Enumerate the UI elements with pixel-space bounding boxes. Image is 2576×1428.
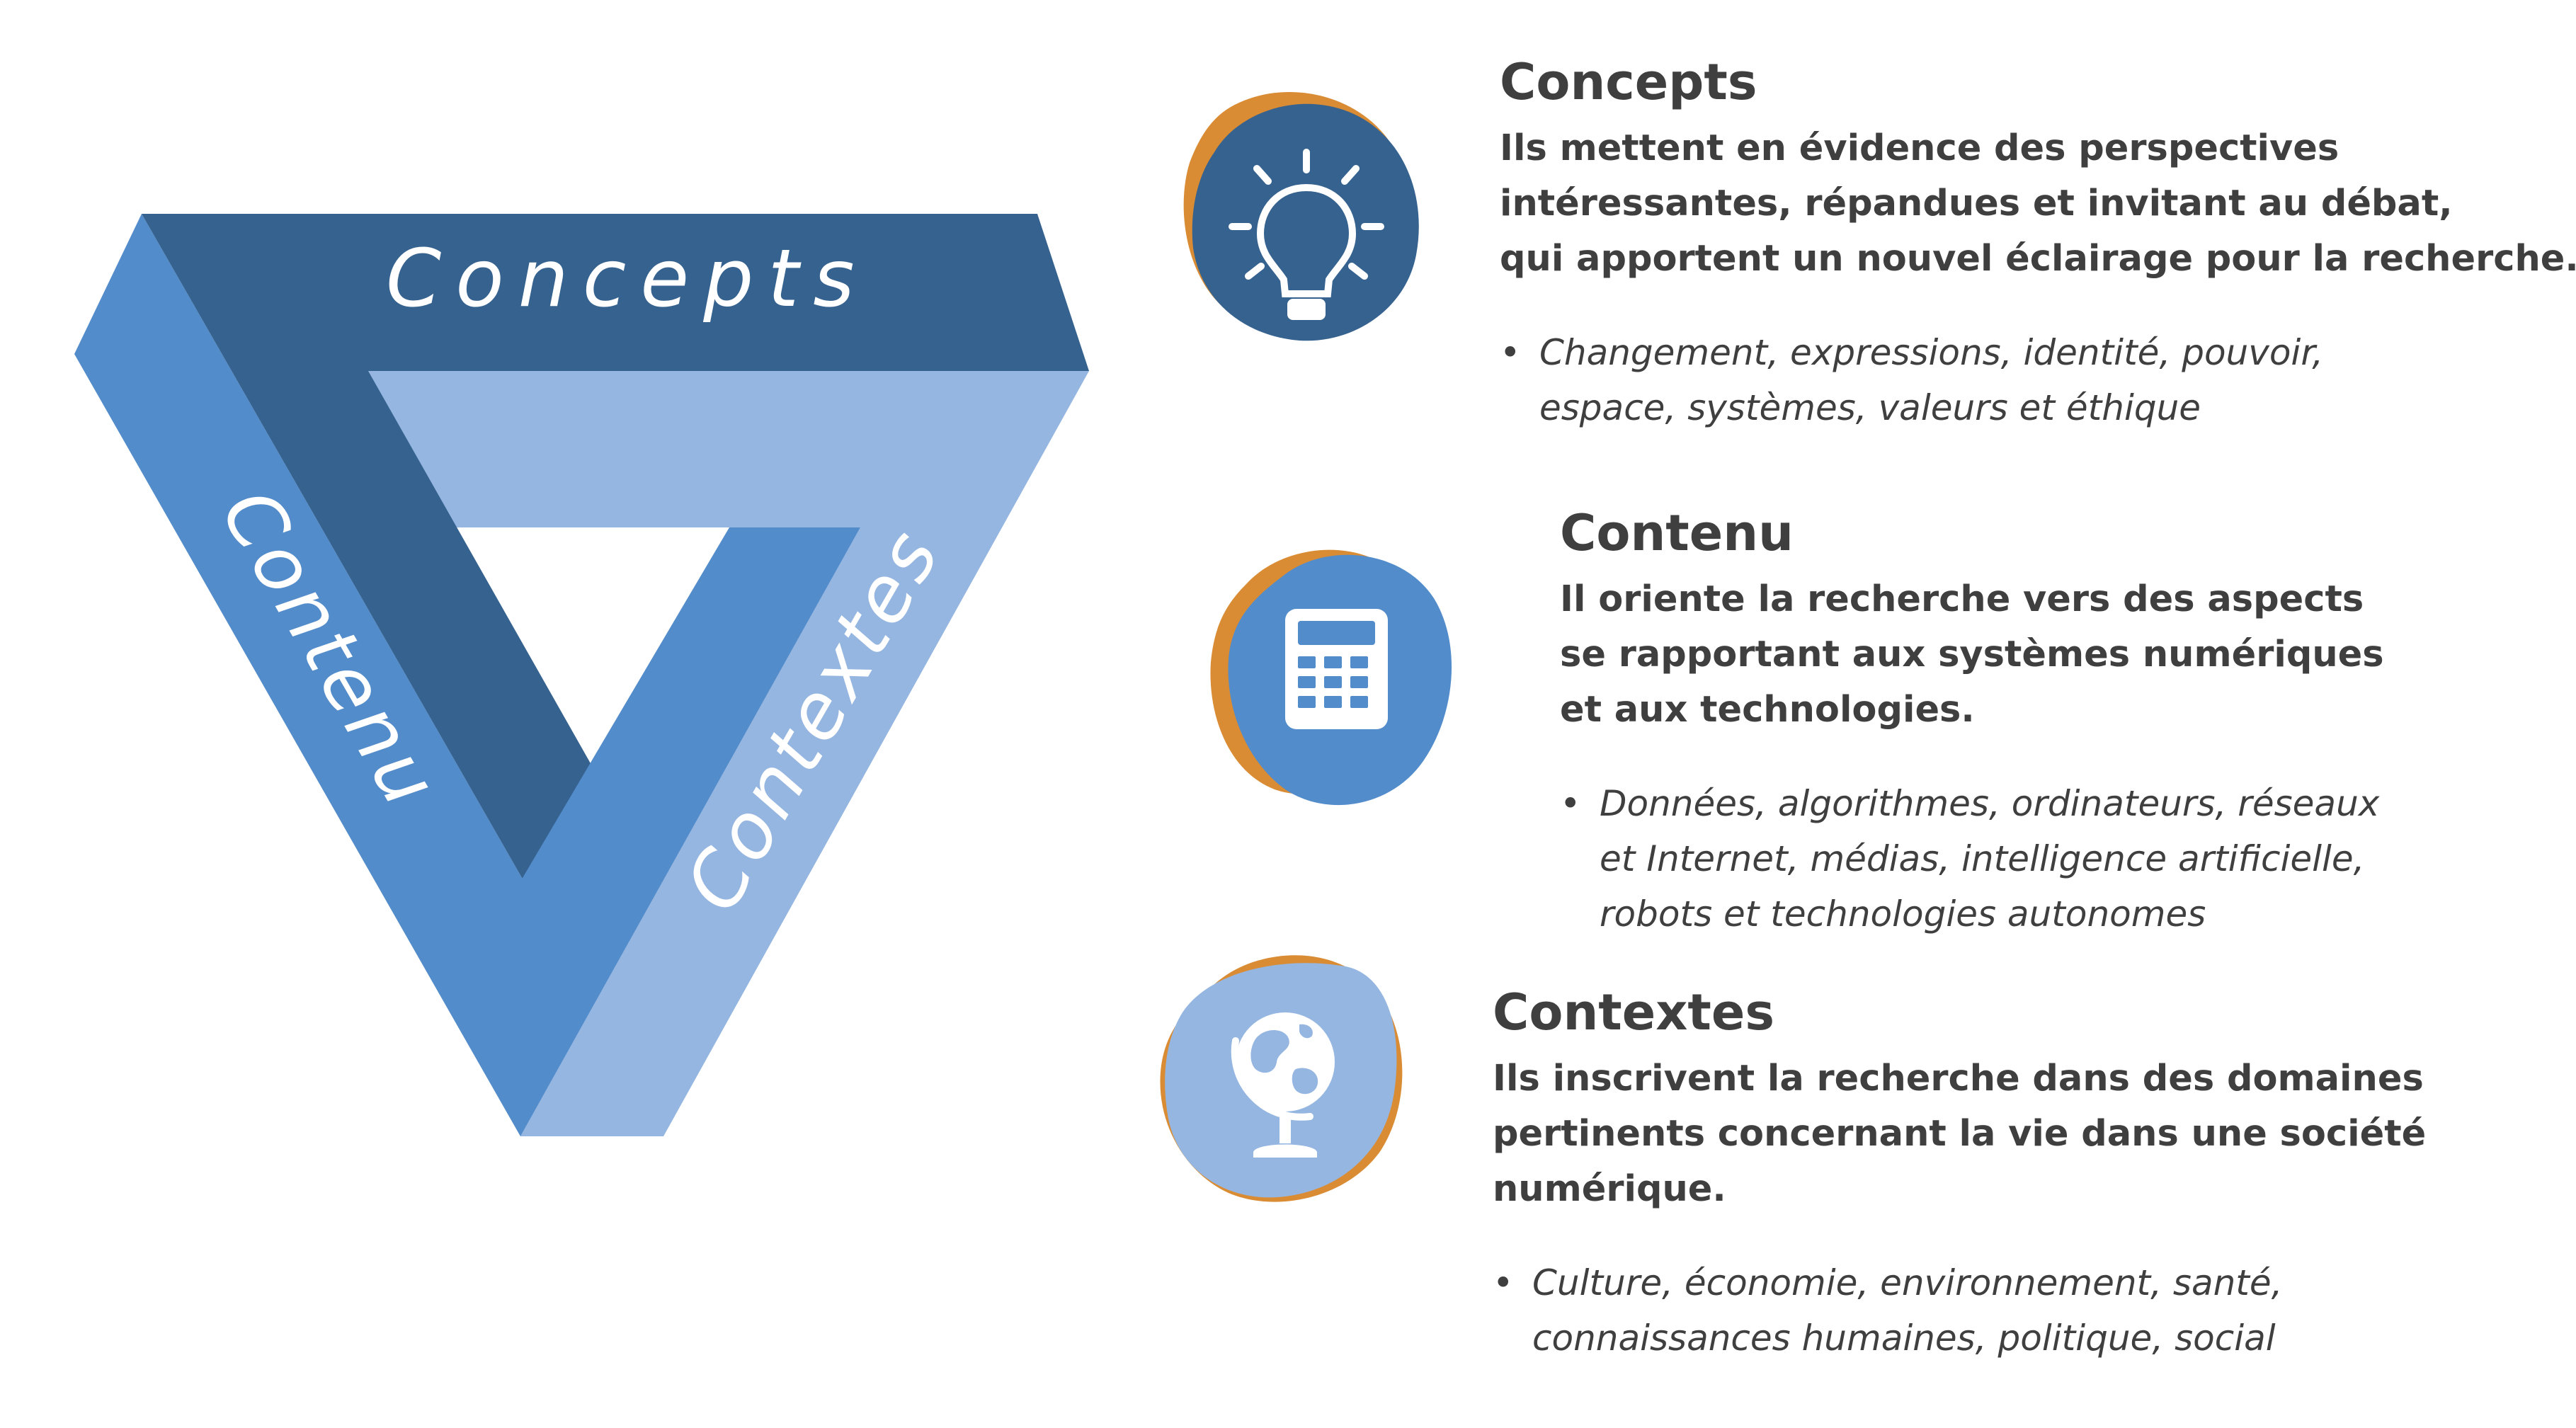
- contenu-example-line: robots et technologies autonomes: [1600, 893, 2206, 935]
- bullet-dot: •: [1493, 1262, 1514, 1303]
- contenu-description-line: et aux technologies.: [1560, 689, 1975, 731]
- concepts-icon-badge: [1183, 92, 1419, 341]
- contenu-icon-badge: [1210, 549, 1452, 806]
- contenu-title: Contenu: [1560, 504, 1794, 562]
- contextes-example-line: connaissances humaines, politique, socia…: [1532, 1318, 2276, 1359]
- triangle-label-concepts: Concepts: [386, 233, 869, 325]
- contenu-example-line: Données, algorithmes, ordinateurs, résea…: [1600, 783, 2380, 824]
- contenu-example-line: et Internet, médias, intelligence artifi…: [1600, 838, 2365, 879]
- triangle-arm-contenu: [74, 214, 524, 1136]
- contextes-description: Ils inscrivent la recherche dans des dom…: [1493, 1051, 2426, 1217]
- triangle-arm-contextes: [368, 371, 1089, 1136]
- concepts-description-line: qui apportent un nouvel éclairage pour l…: [1500, 238, 2576, 280]
- concepts-description: Ils mettent en évidence des perspectives…: [1500, 121, 2576, 287]
- bullet-dot: •: [1560, 783, 1581, 824]
- contextes-icon-badge: [1160, 955, 1403, 1202]
- calculator-icon: [1285, 609, 1388, 729]
- concepts-description-line: intéressantes, répandues et invitant au …: [1500, 183, 2453, 224]
- contenu-examples: • Données, algorithmes, ordinateurs, rés…: [1560, 776, 2384, 942]
- triangle-arm-contextes-inner: [520, 527, 860, 1136]
- concepts-examples: • Changement, expressions, identité, pou…: [1500, 325, 2576, 435]
- triangle-arm-concepts: [142, 214, 1089, 881]
- concepts-title: Concepts: [1500, 53, 1757, 111]
- contextes-description-line: numérique.: [1493, 1168, 1726, 1210]
- bullet-dot: •: [1500, 332, 1521, 373]
- lightbulb-icon: [1229, 149, 1384, 320]
- concepts-blue-blob: [1192, 103, 1419, 341]
- contenu-text: Contenu Il oriente la recherche vers des…: [1560, 506, 2384, 942]
- contextes-description-line: pertinents concernant la vie dans une so…: [1493, 1113, 2427, 1155]
- contextes-example-line: Culture, économie, environnement, santé,: [1532, 1262, 2283, 1303]
- penrose-triangle: Concepts Contenu Contextes: [74, 214, 1089, 1136]
- contextes-text: Contextes Ils inscrivent la recherche da…: [1493, 986, 2426, 1366]
- contextes-examples: • Culture, économie, environnement, sant…: [1493, 1255, 2426, 1366]
- contextes-title: Contextes: [1493, 983, 1774, 1041]
- contenu-description: Il oriente la recherche vers des aspects…: [1560, 572, 2384, 738]
- concepts-description-line: Ils mettent en évidence des perspectives: [1500, 127, 2340, 169]
- contenu-description-line: se rapportant aux systèmes numériques: [1560, 634, 2384, 675]
- contenu-description-line: Il oriente la recherche vers des aspects: [1560, 578, 2364, 620]
- concepts-example-line: espace, systèmes, valeurs et éthique: [1539, 387, 2201, 428]
- concepts-text: Concepts Ils mettent en évidence des per…: [1500, 55, 2576, 435]
- concepts-example-line: Changement, expressions, identité, pouvo…: [1539, 332, 2324, 373]
- contextes-description-line: Ils inscrivent la recherche dans des dom…: [1493, 1058, 2424, 1099]
- globe-icon: [1231, 1012, 1335, 1158]
